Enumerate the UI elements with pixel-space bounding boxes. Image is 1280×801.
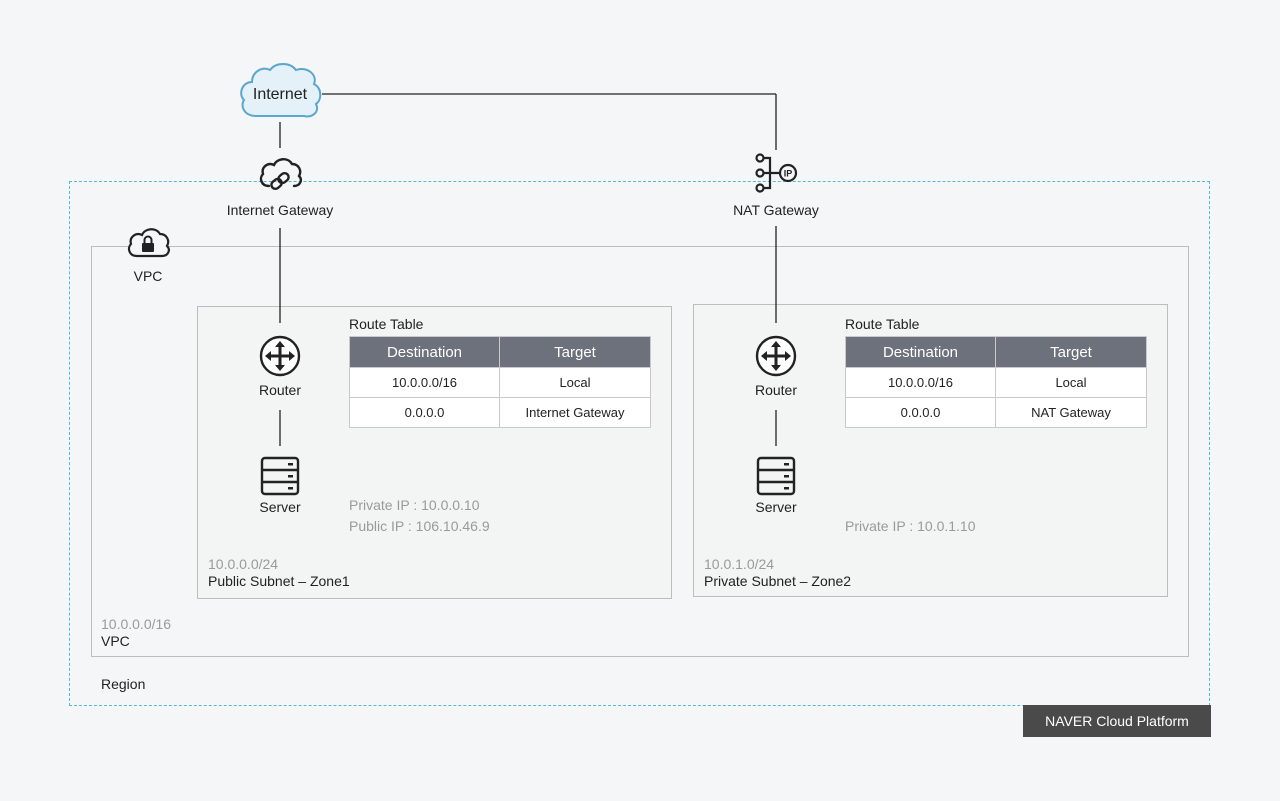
destination-cell: 10.0.0.0/16 bbox=[845, 367, 996, 398]
target-cell: Local bbox=[499, 367, 651, 398]
vpc-name: VPC bbox=[101, 633, 130, 649]
public-private-ip: Private IP : 10.0.0.10 bbox=[349, 497, 480, 513]
region-boundary bbox=[69, 181, 1210, 706]
server-icon bbox=[260, 456, 300, 496]
public-server-label: Server bbox=[259, 499, 301, 515]
destination-cell: 0.0.0.0 bbox=[349, 397, 500, 428]
table-row: 0.0.0.0 Internet Gateway bbox=[349, 397, 651, 428]
destination-cell: 10.0.0.0/16 bbox=[349, 367, 500, 398]
target-cell: Local bbox=[995, 367, 1147, 398]
vpc-icon-label: VPC bbox=[133, 268, 163, 284]
table-row: 10.0.0.0/16 Local bbox=[349, 367, 651, 398]
private-router-label: Router bbox=[754, 382, 798, 398]
vpc-cidr: 10.0.0.0/16 bbox=[101, 616, 172, 632]
private-private-ip: Private IP : 10.0.1.10 bbox=[845, 518, 976, 534]
cloud-link-icon bbox=[259, 158, 302, 191]
private-subnet-name: Private Subnet – Zone2 bbox=[704, 573, 852, 589]
region-name: Region bbox=[101, 676, 146, 692]
server-icon bbox=[756, 456, 796, 496]
cloud-lock-icon bbox=[127, 228, 170, 258]
internet-gateway-label: Internet Gateway bbox=[226, 202, 334, 218]
brand-badge: NAVER Cloud Platform bbox=[1023, 705, 1211, 737]
target-cell: Internet Gateway bbox=[499, 397, 651, 428]
target-cell: NAT Gateway bbox=[995, 397, 1147, 428]
private-route-table-title: Route Table bbox=[845, 316, 920, 332]
svg-text:IP: IP bbox=[784, 169, 793, 179]
public-public-ip: Public IP : 106.10.46.9 bbox=[349, 518, 490, 534]
column-header-target: Target bbox=[995, 336, 1147, 368]
private-server-label: Server bbox=[755, 499, 797, 515]
public-route-table: Destination Target 10.0.0.0/16 Local 0.0… bbox=[349, 336, 651, 428]
nat-ip-icon: IP bbox=[755, 153, 798, 193]
public-subnet-cidr: 10.0.0.0/24 bbox=[208, 556, 279, 572]
public-router-label: Router bbox=[258, 382, 302, 398]
column-header-destination: Destination bbox=[845, 336, 996, 368]
table-row: 0.0.0.0 NAT Gateway bbox=[845, 397, 1147, 428]
column-header-target: Target bbox=[499, 336, 651, 368]
destination-cell: 0.0.0.0 bbox=[845, 397, 996, 428]
private-subnet-cidr: 10.0.1.0/24 bbox=[704, 556, 775, 572]
internet-label: Internet bbox=[252, 86, 308, 103]
public-subnet-name: Public Subnet – Zone1 bbox=[208, 573, 350, 589]
router-icon bbox=[259, 335, 301, 377]
private-route-table: Destination Target 10.0.0.0/16 Local 0.0… bbox=[845, 336, 1147, 428]
table-row: 10.0.0.0/16 Local bbox=[845, 367, 1147, 398]
nat-gateway-label: NAT Gateway bbox=[733, 202, 819, 218]
column-header-destination: Destination bbox=[349, 336, 500, 368]
public-route-table-title: Route Table bbox=[349, 316, 424, 332]
router-icon bbox=[755, 335, 797, 377]
cloud-icon bbox=[240, 63, 322, 118]
